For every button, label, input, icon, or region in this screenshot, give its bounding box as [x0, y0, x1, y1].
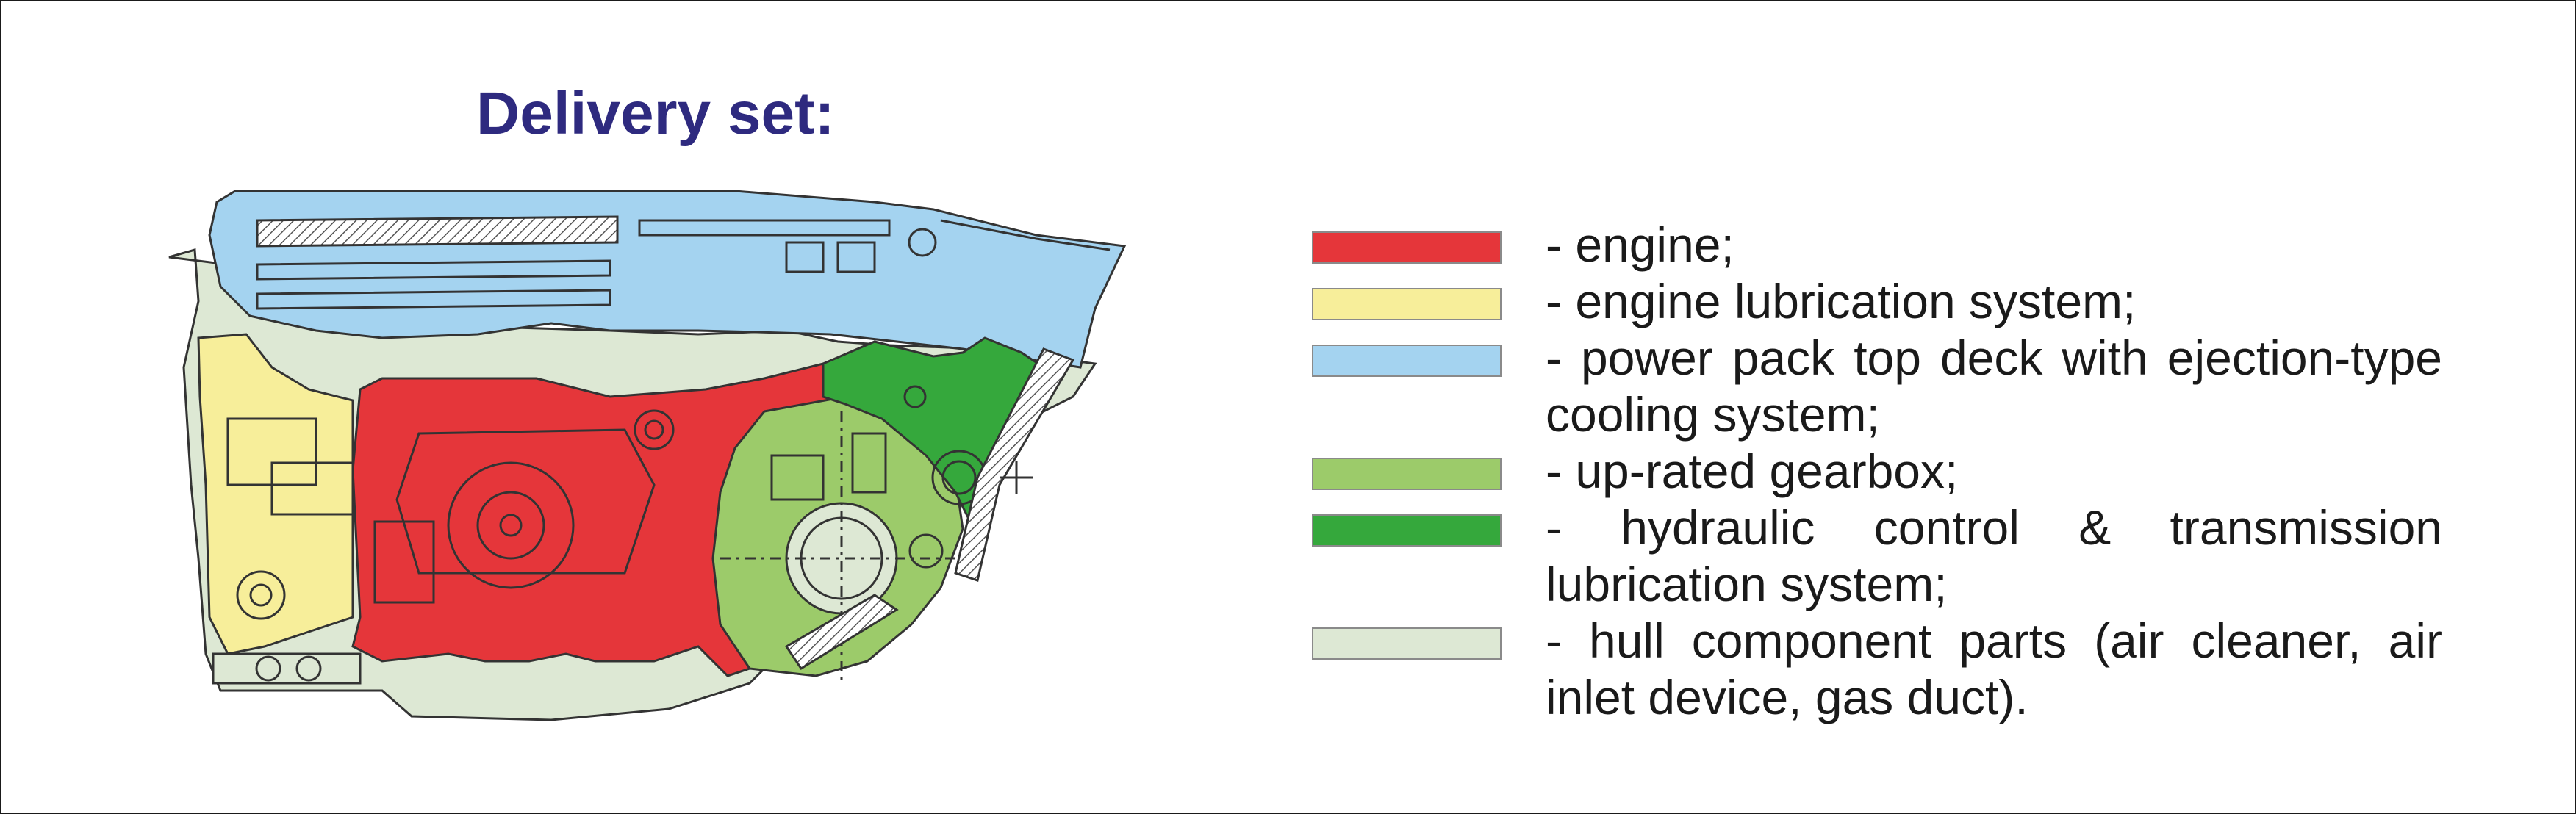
legend-label-hydraulic: - hydraulic control & transmission lubri…	[1546, 500, 2442, 611]
legend-swatch-gearbox	[1312, 458, 1502, 490]
legend-swatch-engine	[1312, 231, 1502, 264]
legend-label-hull: - hull component parts (air cleaner, air…	[1546, 613, 2442, 724]
page-title: Delivery set:	[476, 80, 835, 147]
legend: - engine;- engine lubrication system;- p…	[1312, 217, 2444, 726]
legend-swatch-top-deck	[1312, 345, 1502, 377]
legend-label-top-deck: - power pack top deck with ejection-type…	[1546, 331, 2442, 442]
base-rail	[212, 652, 362, 685]
legend-item-hull: - hull component parts (air cleaner, air…	[1312, 613, 2444, 726]
lower-duct	[784, 594, 899, 671]
power-pack-cutaway	[168, 190, 1127, 721]
legend-item-gearbox: - up-rated gearbox;	[1312, 443, 2444, 500]
up-rated-gearbox	[711, 395, 964, 683]
legend-swatch-engine-lubrication	[1312, 288, 1502, 320]
power-pack-top-deck	[208, 190, 1127, 369]
legend-item-engine-lubrication: - engine lubrication system;	[1312, 273, 2444, 330]
legend-item-hydraulic: - hydraulic control & transmission lubri…	[1312, 500, 2444, 613]
cross-marker	[1000, 461, 1033, 494]
legend-item-engine: - engine;	[1312, 217, 2444, 273]
legend-item-top-deck: - power pack top deck with ejection-type…	[1312, 330, 2444, 443]
legend-label-engine: - engine;	[1546, 217, 1734, 272]
legend-label-gearbox: - up-rated gearbox;	[1546, 444, 1959, 498]
legend-swatch-hull	[1312, 627, 1502, 660]
legend-swatch-hydraulic	[1312, 514, 1502, 547]
legend-label-engine-lubrication: - engine lubrication system;	[1546, 274, 2136, 328]
gas-duct	[954, 347, 1075, 582]
